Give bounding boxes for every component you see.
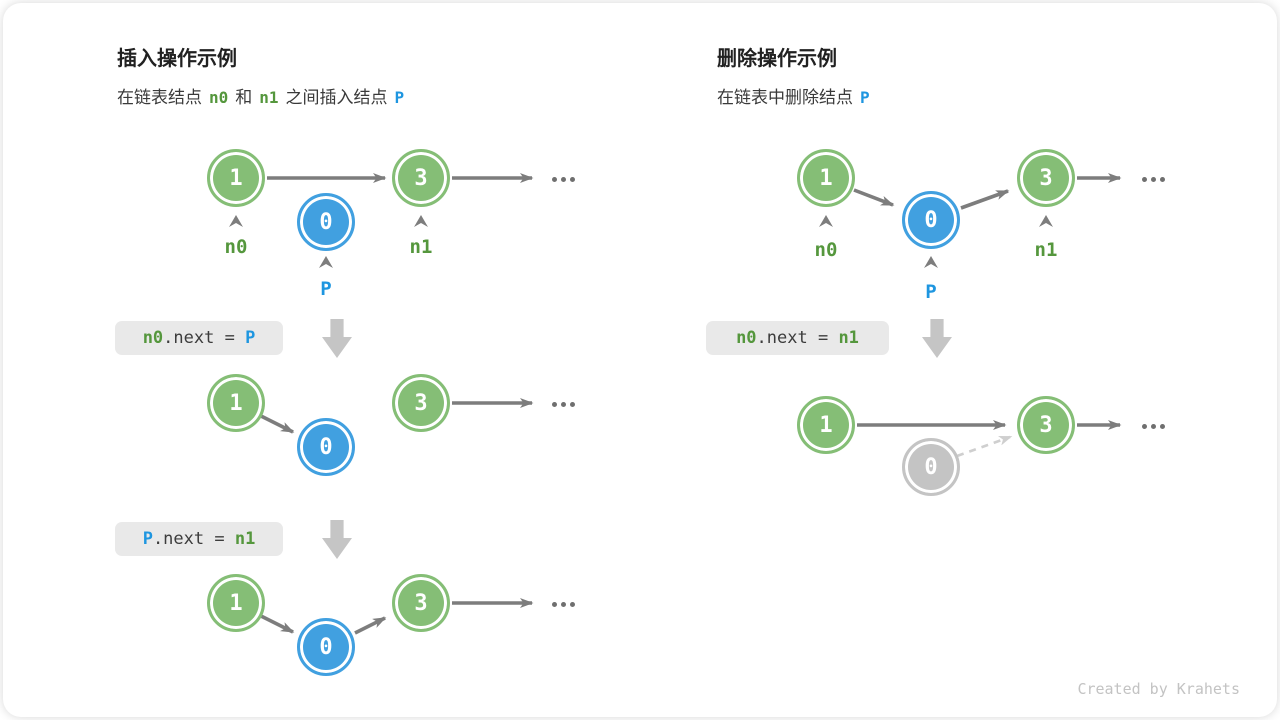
- subtitle-text: 之间插入结点: [285, 88, 388, 107]
- node-value-0-removed: 0: [902, 438, 960, 496]
- subtitle-token-n1: n1: [259, 88, 279, 107]
- node-value-1: 1: [797, 396, 855, 454]
- pointer-label-p: P: [925, 281, 937, 303]
- ellipsis-dots: [552, 177, 575, 182]
- subtitle-token-p: P: [394, 88, 405, 107]
- subtitle-text: 在链表结点: [117, 88, 202, 107]
- caret-up-icon: [924, 256, 938, 268]
- code-target: n0: [142, 328, 164, 348]
- node-value-3: 3: [392, 149, 450, 207]
- code-accessor: .next =: [756, 328, 839, 348]
- figure-card: [3, 3, 1277, 717]
- pointer-label-p: P: [320, 278, 332, 300]
- node-value-3: 3: [1017, 396, 1075, 454]
- subtitle-token-n0: n0: [209, 88, 229, 107]
- node-value-0-p: 0: [902, 191, 960, 249]
- node-value-0-new: 0: [297, 618, 355, 676]
- insert-panel-title: 插入操作示例: [117, 48, 237, 70]
- code-box-insert-step1: n0.next = P: [115, 321, 283, 355]
- subtitle-text: 在链表中删除结点: [717, 88, 853, 107]
- ellipsis-dots: [552, 402, 575, 407]
- code-target: n0: [736, 328, 757, 348]
- caret-up-icon: [819, 215, 833, 227]
- node-value-0-new: 0: [297, 193, 355, 251]
- subtitle-text: 和: [235, 88, 253, 107]
- code-box-delete-step1: n0.next = n1: [706, 321, 889, 355]
- ellipsis-dots: [1142, 424, 1165, 429]
- code-value: n1: [234, 529, 256, 549]
- delete-panel-title: 删除操作示例: [717, 48, 837, 70]
- node-value-3: 3: [1017, 149, 1075, 207]
- caret-up-icon: [319, 256, 333, 268]
- node-value-1: 1: [207, 149, 265, 207]
- node-value-3: 3: [392, 374, 450, 432]
- pointer-label-n0: n0: [224, 236, 248, 258]
- node-value-1: 1: [207, 574, 265, 632]
- insert-panel-subtitle: 在链表结点 n0 和 n1 之间插入结点 P: [117, 83, 411, 108]
- ellipsis-dots: [552, 602, 575, 607]
- caret-up-icon: [414, 215, 428, 227]
- pointer-label-n1: n1: [1034, 239, 1058, 261]
- delete-panel-subtitle: 在链表中删除结点 P: [717, 83, 877, 108]
- ellipsis-dots: [1142, 177, 1165, 182]
- subtitle-token-p: P: [860, 88, 870, 107]
- node-value-1: 1: [207, 374, 265, 432]
- code-accessor: .next =: [152, 529, 235, 549]
- caret-up-icon: [229, 215, 243, 227]
- pointer-label-n1: n1: [409, 236, 433, 258]
- code-accessor: .next =: [163, 328, 246, 348]
- code-value: P: [245, 328, 256, 348]
- code-target: P: [142, 529, 153, 549]
- credit-text: Created by Krahets: [1077, 680, 1240, 698]
- pointer-label-n0: n0: [814, 239, 838, 261]
- node-value-3: 3: [392, 574, 450, 632]
- code-box-insert-step2: P.next = n1: [115, 522, 283, 556]
- node-value-0-new: 0: [297, 418, 355, 476]
- caret-up-icon: [1039, 215, 1053, 227]
- node-value-1: 1: [797, 149, 855, 207]
- code-value: n1: [838, 328, 859, 348]
